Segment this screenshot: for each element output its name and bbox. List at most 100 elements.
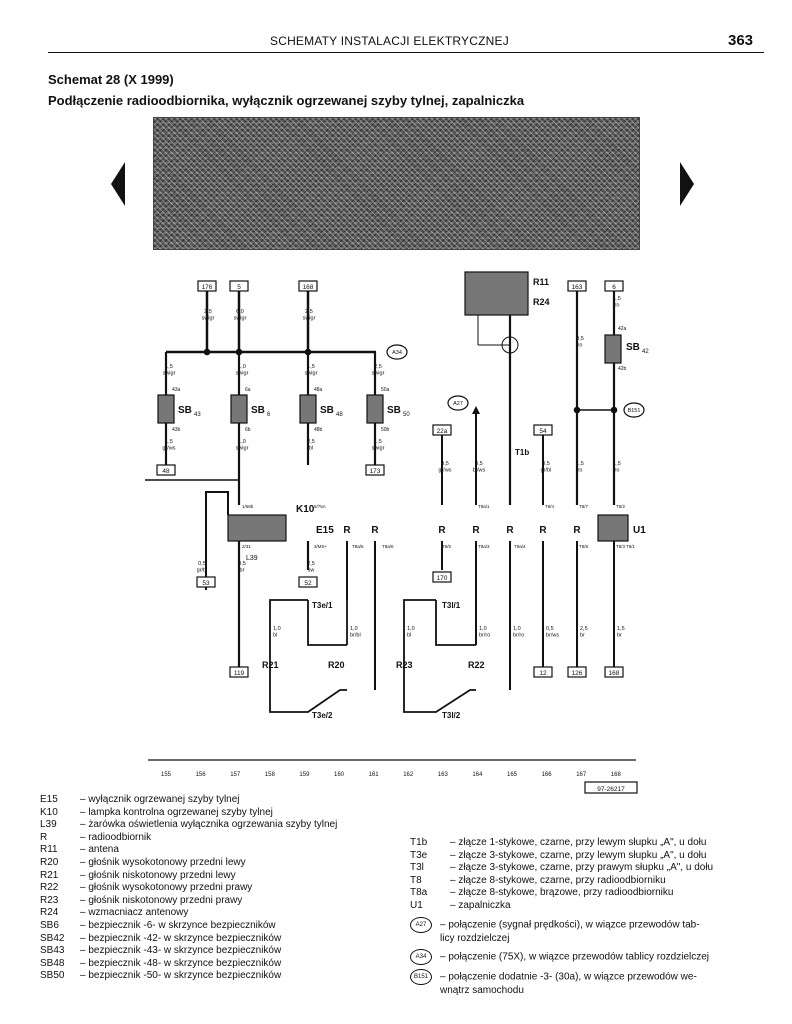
legend-value: – złącze 3-stykowe, czarne, przy lewym s…: [450, 849, 707, 861]
ruler-number: 168: [611, 772, 622, 778]
top-terminal: [229, 280, 249, 292]
legend-item: T3l– złącze 3-stykowe, czarne, przy praw…: [410, 862, 713, 875]
fuse-label-sub: 50: [403, 412, 410, 418]
speaker-label: R20: [328, 660, 345, 670]
fuse-label: SB: [251, 405, 265, 416]
wire-label: bl: [273, 633, 277, 639]
legend-value: – żarówka oświetlenia wyłącznika ogrzewa…: [80, 819, 338, 831]
legend-key: L39: [40, 819, 57, 831]
legend-value: – złącze 8-stykowe, brązowe, przy radioo…: [450, 887, 674, 899]
legend-value: – bezpiecznik -42- w skrzynce bezpieczni…: [80, 932, 282, 944]
wire-label: ro: [578, 343, 583, 349]
antenna-label: R11: [533, 277, 549, 287]
terminal-box-label: 12: [539, 670, 547, 677]
legend-item: R– radioodbiornik: [40, 832, 337, 845]
legend-item: T8– złącze 8-stykowe, czarne, przy radio…: [410, 875, 713, 888]
legend-value: – zapalniczka: [450, 899, 511, 911]
terminal-box: [533, 666, 553, 678]
connector-pin: 1/58b: [242, 504, 254, 509]
legend-key: R24: [40, 907, 59, 919]
ruler-number: 158: [265, 772, 276, 778]
terminal-box: [432, 571, 452, 583]
legend-value: – antena: [80, 844, 119, 856]
page-number: 363: [728, 32, 754, 49]
radio-r-label: R: [539, 525, 547, 536]
legend-key: SB6: [40, 919, 59, 931]
legend-key: R11: [40, 844, 58, 856]
legend-key: R21: [40, 869, 59, 881]
wire: [435, 600, 476, 646]
legend-value: – radioodbiornik: [80, 831, 152, 843]
fuse-pin: 43b: [172, 427, 181, 433]
connector-pin: T8/1: [626, 544, 636, 549]
connector-pin: T8/7: [579, 504, 589, 509]
connection-circle-label: B151: [628, 408, 641, 414]
connector-pin: T8a/6: [382, 544, 394, 549]
legend-value: – połączenie (75X), w wiązce przewodów t…: [440, 951, 710, 963]
ruler-number: 160: [334, 772, 345, 778]
fuse-bottom-terminal: [156, 464, 176, 476]
fuse-label: SB: [387, 405, 401, 416]
radio-r-label: R: [472, 525, 480, 536]
wire-label: 2,5: [580, 626, 588, 632]
connector-pin: T8/3: [616, 544, 626, 549]
legend-circle-key: A34: [410, 949, 432, 966]
fuse-pin: 6a: [245, 387, 251, 393]
connection-circle-label: A27: [453, 401, 463, 407]
lamp-label: L39: [246, 555, 258, 562]
wire-label: 6,0: [236, 309, 244, 315]
wire-label: br: [617, 633, 622, 639]
legend-item: SB6– bezpiecznik -6- w skrzynce bezpiecz…: [40, 920, 337, 933]
terminal-box: [533, 424, 553, 436]
reference-code-box: [584, 781, 638, 794]
terminal-box-label: 170: [437, 575, 448, 582]
wire-label: swigr: [236, 371, 249, 377]
fuse-bottom-terminal-label: 48: [162, 468, 170, 475]
wire-label: 1,0: [407, 626, 415, 632]
top-terminal-label: 176: [202, 284, 213, 291]
fuse-pin: 42b: [618, 366, 627, 372]
wire-label: 1,5: [374, 439, 382, 445]
wire-label: ro: [578, 468, 583, 474]
wire: [307, 600, 347, 646]
ruler-number: 167: [576, 772, 587, 778]
connector-t1b: T1b: [515, 448, 529, 457]
speaker-label: R23: [396, 660, 413, 670]
next-page-arrow-icon[interactable]: [680, 162, 694, 206]
top-terminal-label: 163: [572, 284, 583, 291]
connector-t3: T3e/2: [312, 711, 333, 720]
wire-label: ro: [615, 468, 620, 474]
legend-value: – wyłącznik ogrzewanej szyby tylnej: [80, 794, 240, 805]
connector-pin: T8a/1: [478, 504, 490, 509]
connector-pin: 2/31: [242, 544, 251, 549]
wire-label: 1,0: [238, 364, 246, 370]
wire-label: 1,5: [165, 439, 173, 445]
legend-item: E15– wyłącznik ogrzewanej szyby tylnej: [40, 794, 337, 807]
wire-label: swigr: [236, 446, 249, 452]
wire-label: swigr: [234, 316, 247, 322]
wire-label: br/ro: [479, 633, 490, 639]
connector-pin: 5/75A: [314, 504, 326, 509]
previous-page-arrow-icon[interactable]: [111, 162, 125, 206]
legend-item: K10– lampka kontrolna ogrzewanej szyby t…: [40, 807, 337, 820]
wire-label: 0,5: [441, 461, 449, 467]
ruler-number: 157: [230, 772, 241, 778]
fuse-pin: 43a: [172, 387, 181, 393]
schema-subtitle: Podłączenie radioodbiornika, wyłącznik o…: [48, 93, 525, 108]
terminal-box: [298, 576, 318, 588]
wire-label: 1,5: [576, 461, 584, 467]
legend-item: T1b– złącze 1-stykowe, czarne, przy lewy…: [410, 837, 713, 850]
terminal-box-label: 126: [572, 670, 583, 677]
legend-key: R22: [40, 882, 59, 894]
wire-label: gr/ws: [162, 446, 175, 452]
legend-value-continued: licy rozdzielczej: [440, 932, 510, 944]
connector-pin: 3/MS+: [314, 544, 328, 549]
legend-value: – bezpiecznik -50- w skrzynce bezpieczni…: [80, 970, 282, 982]
legend-item: R23– głośnik niskotonowy przedni prawy: [40, 895, 337, 908]
legend-item: R11 – antena: [40, 844, 337, 857]
wire-label: 0,5: [198, 561, 206, 567]
legend-value: – głośnik wysokotonowy przedni lewy: [80, 856, 246, 868]
ruler-number: 155: [161, 772, 172, 778]
